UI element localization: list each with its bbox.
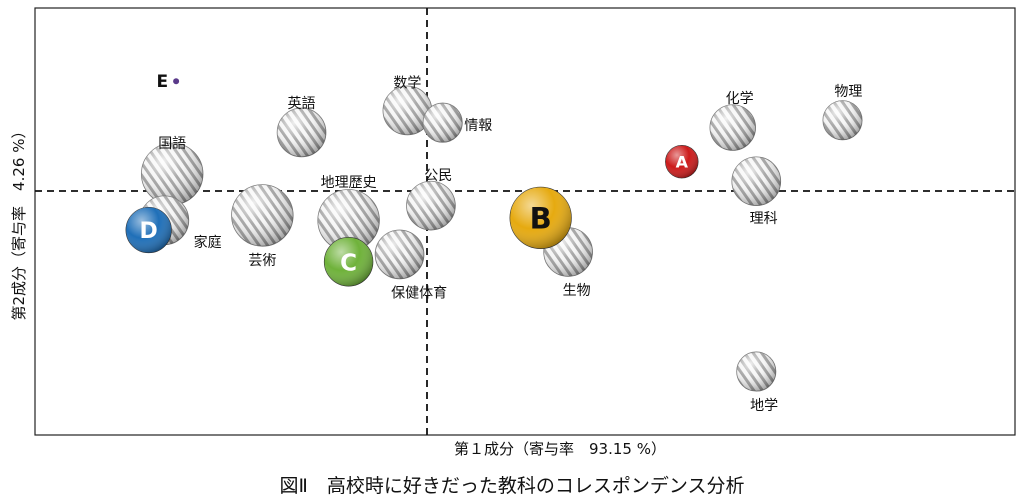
subject-label: 国語 bbox=[158, 136, 186, 152]
group-label: B bbox=[530, 202, 552, 236]
subject-label: 英語 bbox=[288, 95, 316, 112]
plot-frame bbox=[34, 7, 1016, 436]
figure-caption: 図Ⅱ 高校時に好きだった教科のコレスポンデンス分析 bbox=[280, 475, 745, 497]
group-label: E bbox=[156, 72, 168, 92]
group-sphere-shading bbox=[665, 145, 699, 179]
subject-sphere-shading bbox=[731, 156, 781, 206]
subject-sphere-shading bbox=[383, 86, 432, 135]
subject-label: 理科 bbox=[750, 211, 778, 227]
subject-sphere-shading bbox=[736, 351, 776, 392]
group-sphere-shading bbox=[509, 187, 572, 249]
subject-label: 保健体育 bbox=[391, 285, 447, 301]
group-sphere-shading bbox=[324, 237, 373, 287]
y-axis-title: 第2成分（寄与率 4.26 %） bbox=[10, 124, 28, 321]
subject-sphere-shading bbox=[709, 104, 756, 151]
group-label: C bbox=[340, 250, 357, 276]
subject-label: 公民 bbox=[424, 168, 452, 184]
group-label: A bbox=[676, 152, 689, 171]
group-point bbox=[173, 78, 180, 85]
subject-sphere-shading bbox=[277, 108, 326, 157]
subject-label: 数学 bbox=[393, 75, 421, 91]
subject-label: 生物 bbox=[563, 283, 591, 299]
group-points: A B C D E bbox=[125, 72, 699, 287]
subject-sphere-shading bbox=[423, 103, 463, 143]
group-sphere-shading bbox=[125, 207, 172, 253]
subject-label: 芸術 bbox=[248, 253, 276, 269]
subject-label: 化学 bbox=[726, 91, 754, 107]
subject-label: 家庭 bbox=[194, 234, 222, 251]
subject-label: 物理 bbox=[834, 84, 862, 100]
subject-sphere-shading bbox=[822, 100, 863, 140]
group-label: D bbox=[140, 219, 158, 244]
subject-label: 地学 bbox=[750, 398, 778, 414]
subject-sphere-shading bbox=[375, 230, 424, 279]
subject-label: 情報 bbox=[464, 118, 492, 134]
reference-lines bbox=[35, 8, 1015, 435]
subject-sphere-shading bbox=[317, 189, 380, 252]
subject-label: 地理歴史 bbox=[321, 175, 377, 191]
x-axis-title: 第１成分（寄与率 93.15 %） bbox=[454, 440, 666, 458]
subject-points bbox=[139, 85, 863, 392]
subject-sphere-shading bbox=[406, 181, 456, 231]
subject-sphere-shading bbox=[231, 184, 294, 247]
subject-sphere-shading bbox=[141, 143, 203, 205]
